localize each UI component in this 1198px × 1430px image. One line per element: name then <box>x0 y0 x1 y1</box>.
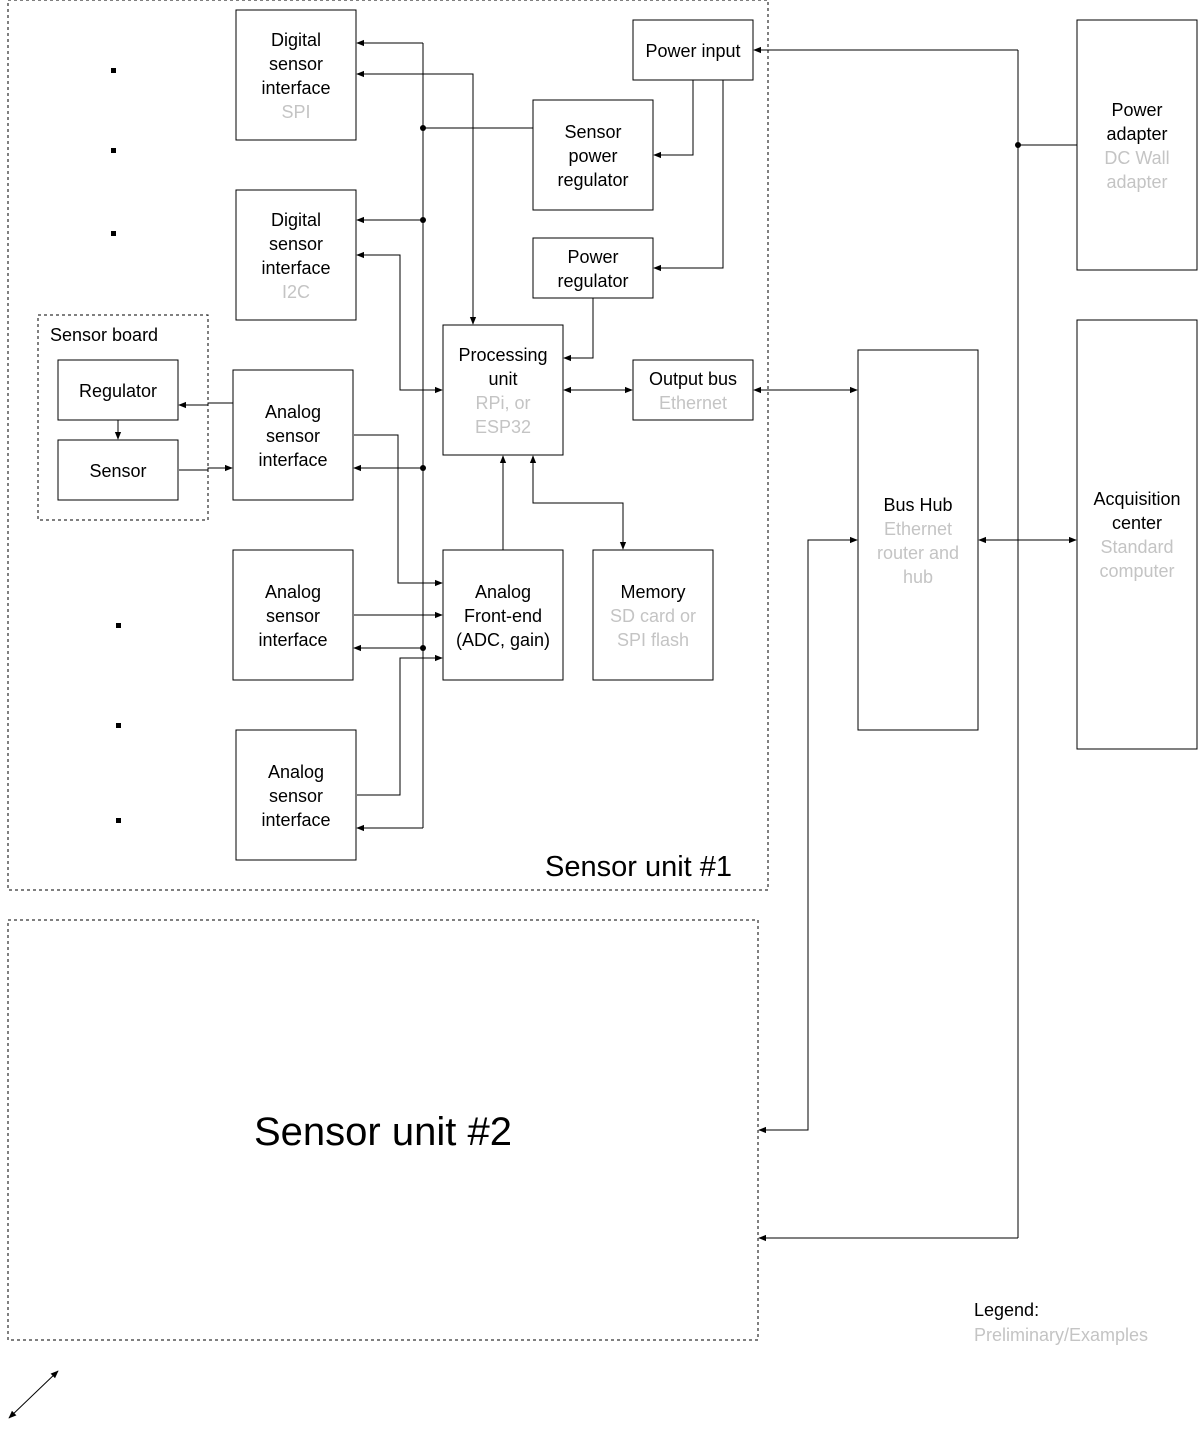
svg-text:Ethernet: Ethernet <box>884 519 952 539</box>
svg-text:Processing: Processing <box>458 345 547 365</box>
processing-unit-block: Processing unit RPi, or ESP32 <box>442 324 564 456</box>
analog-front-end-block: Analog Front-end (ADC, gain) <box>442 549 564 681</box>
svg-text:Analog: Analog <box>268 762 324 782</box>
svg-text:unit: unit <box>488 369 517 389</box>
power-regulator-block: Power regulator <box>532 237 654 299</box>
legend-preliminary: Preliminary/Examples <box>974 1325 1148 1345</box>
svg-text:Ethernet: Ethernet <box>659 393 727 413</box>
svg-text:computer: computer <box>1099 561 1174 581</box>
svg-text:Output bus: Output bus <box>649 369 737 389</box>
svg-text:interface: interface <box>261 78 330 98</box>
ellipsis-dots-bottom <box>116 623 121 823</box>
analog-sensor-interface-2: Analog sensor interface <box>232 549 354 681</box>
svg-text:SD card or: SD card or <box>610 606 696 626</box>
acquisition-center-block: Acquisition center Standard computer <box>1076 319 1198 750</box>
svg-text:adapter: adapter <box>1106 172 1167 192</box>
loose-bidirectional-arrow <box>8 1370 59 1419</box>
svg-text:sensor: sensor <box>266 606 320 626</box>
svg-text:sensor: sensor <box>266 426 320 446</box>
svg-text:sensor: sensor <box>269 54 323 74</box>
regulator-block: Regulator <box>57 359 179 421</box>
svg-text:SPI: SPI <box>281 102 310 122</box>
digital-sensor-interface-i2c: Digital sensor interface I2C <box>235 189 357 321</box>
ellipsis-dots-top <box>111 68 116 236</box>
svg-text:regulator: regulator <box>557 271 628 291</box>
svg-text:Analog: Analog <box>475 582 531 602</box>
power-adapter-block: Power adapter DC Wall adapter <box>1076 19 1198 271</box>
sensor-board-group: Sensor board <box>37 314 209 521</box>
svg-text:Sensor: Sensor <box>89 461 146 481</box>
legend: Legend: Preliminary/Examples <box>974 1300 1148 1345</box>
junction-dots <box>420 125 1021 651</box>
sensor-power-regulator-block: Sensor power regulator <box>532 99 654 211</box>
svg-text:SPI flash: SPI flash <box>617 630 689 650</box>
sensor-unit-2-group: Sensor unit #2 <box>7 919 759 1341</box>
svg-text:Power: Power <box>1111 100 1162 120</box>
svg-text:adapter: adapter <box>1106 124 1167 144</box>
svg-text:Digital: Digital <box>271 30 321 50</box>
analog-sensor-interface-1: Analog sensor interface <box>232 369 354 501</box>
sensor-unit-2-title: Sensor unit #2 <box>254 1110 512 1154</box>
connections <box>114 39 1077 1242</box>
svg-text:center: center <box>1112 513 1162 533</box>
svg-text:RPi, or: RPi, or <box>475 393 530 413</box>
svg-text:Power input: Power input <box>645 41 740 61</box>
sensor-unit-1-group: Sensor unit #1 <box>7 0 769 891</box>
sensor-board-title: Sensor board <box>50 325 158 345</box>
svg-text:sensor: sensor <box>269 234 323 254</box>
svg-text:Bus Hub: Bus Hub <box>883 495 952 515</box>
power-input-block: Power input <box>632 19 754 81</box>
svg-text:ESP32: ESP32 <box>475 417 531 437</box>
svg-text:Analog: Analog <box>265 582 321 602</box>
sensor-unit-1-title: Sensor unit #1 <box>545 851 732 883</box>
digital-sensor-interface-spi: Digital sensor interface SPI <box>235 9 357 141</box>
svg-text:regulator: regulator <box>557 170 628 190</box>
memory-block: Memory SD card or SPI flash <box>592 549 714 681</box>
output-bus-block: Output bus Ethernet <box>632 359 754 421</box>
svg-text:interface: interface <box>258 630 327 650</box>
svg-text:interface: interface <box>261 810 330 830</box>
svg-text:sensor: sensor <box>269 786 323 806</box>
svg-text:(ADC, gain): (ADC, gain) <box>456 630 550 650</box>
svg-text:Acquisition: Acquisition <box>1093 489 1180 509</box>
svg-text:interface: interface <box>258 450 327 470</box>
svg-text:Standard: Standard <box>1100 537 1173 557</box>
svg-text:Memory: Memory <box>620 582 685 602</box>
analog-sensor-interface-3: Analog sensor interface <box>235 729 357 861</box>
svg-text:I2C: I2C <box>282 282 310 302</box>
svg-text:hub: hub <box>903 567 933 587</box>
svg-text:Analog: Analog <box>265 402 321 422</box>
svg-text:interface: interface <box>261 258 330 278</box>
svg-text:Front-end: Front-end <box>464 606 542 626</box>
svg-text:Digital: Digital <box>271 210 321 230</box>
sensor-block: Sensor <box>57 439 179 501</box>
bus-hub-block: Bus Hub Ethernet router and hub <box>857 349 979 731</box>
svg-text:router and: router and <box>877 543 959 563</box>
svg-text:DC Wall: DC Wall <box>1104 148 1169 168</box>
svg-text:Sensor: Sensor <box>564 122 621 142</box>
svg-text:Regulator: Regulator <box>79 381 157 401</box>
svg-text:Power: Power <box>567 247 618 267</box>
svg-text:power: power <box>568 146 617 166</box>
legend-title: Legend: <box>974 1300 1039 1320</box>
